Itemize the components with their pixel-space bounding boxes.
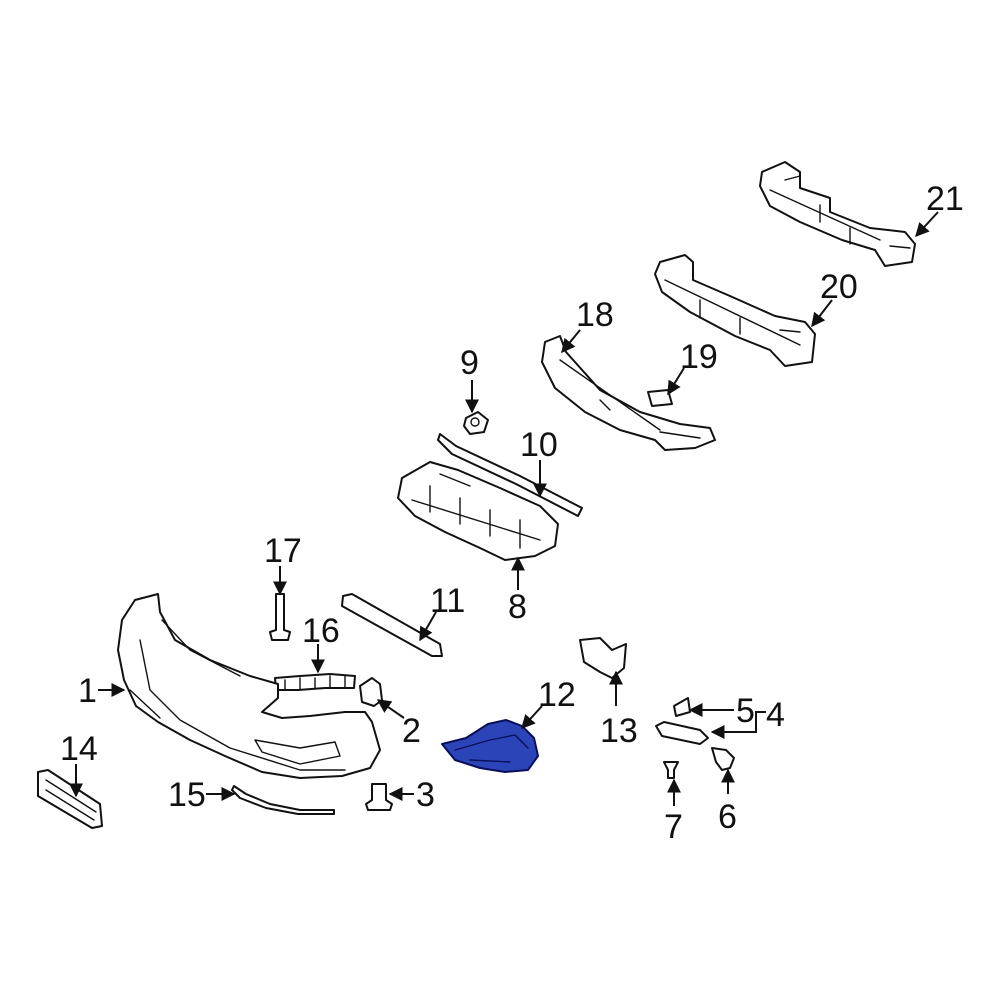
part-17-bolt[interactable]: [269, 593, 291, 641]
part-12-fog-bezel[interactable]: [441, 719, 539, 773]
callout-3: 3: [416, 776, 435, 814]
callout-17: 17: [264, 532, 302, 570]
callout-15: 15: [168, 776, 206, 814]
part-16-retainer[interactable]: [274, 673, 356, 691]
part-19-clip[interactable]: [647, 389, 673, 407]
part-6-bolt[interactable]: [711, 747, 735, 771]
part-4-side-bracket[interactable]: [655, 721, 709, 745]
leader-18: [561, 329, 581, 354]
callout-11: 11: [430, 582, 465, 620]
callout-18: 18: [576, 296, 614, 334]
leader-11: [419, 611, 437, 642]
part-14-license-bracket[interactable]: [37, 769, 103, 829]
part-21-reinforcement-beam[interactable]: [759, 161, 916, 267]
leader-2: [376, 699, 405, 719]
callout-2: 2: [402, 712, 421, 750]
leader-21: [915, 211, 939, 238]
callout-9: 9: [460, 344, 479, 382]
callout-1: 1: [78, 672, 97, 710]
callout-8: 8: [508, 588, 527, 626]
callout-6: 6: [718, 798, 737, 836]
callout-10: 10: [520, 426, 558, 464]
part-2-clip[interactable]: [359, 677, 383, 707]
callout-12: 12: [538, 676, 576, 714]
leader-20: [811, 299, 833, 328]
part-1-bumper-cover[interactable]: [117, 593, 381, 779]
callout-20: 20: [820, 268, 858, 306]
callout-labels: 1 2 3 4 5 6 7 8 9 10 11 12 13 14 15 16 1…: [60, 180, 964, 846]
part-9-pin[interactable]: [463, 411, 489, 435]
part-7-screw[interactable]: [663, 761, 679, 779]
leader-4: [710, 711, 766, 739]
leader-19: [667, 367, 685, 396]
part-3-fastener[interactable]: [365, 783, 393, 811]
callout-4: 4: [766, 696, 785, 734]
part-8-upper-support[interactable]: [397, 461, 559, 561]
callout-16: 16: [302, 612, 340, 650]
part-5-pad[interactable]: [673, 697, 691, 717]
leader-12: [521, 705, 543, 730]
part-18-absorber[interactable]: [541, 335, 716, 451]
part-11-bar[interactable]: [341, 593, 443, 657]
leader-lines: [69, 211, 939, 806]
callout-5: 5: [736, 692, 755, 730]
callout-21: 21: [926, 180, 964, 218]
part-13-bracket[interactable]: [579, 637, 627, 679]
callout-7: 7: [664, 808, 683, 846]
callout-19: 19: [680, 338, 718, 376]
callout-14: 14: [60, 730, 98, 768]
part-15-molding[interactable]: [231, 785, 335, 815]
callout-13: 13: [600, 712, 638, 750]
part-20-absorber[interactable]: [654, 254, 816, 367]
